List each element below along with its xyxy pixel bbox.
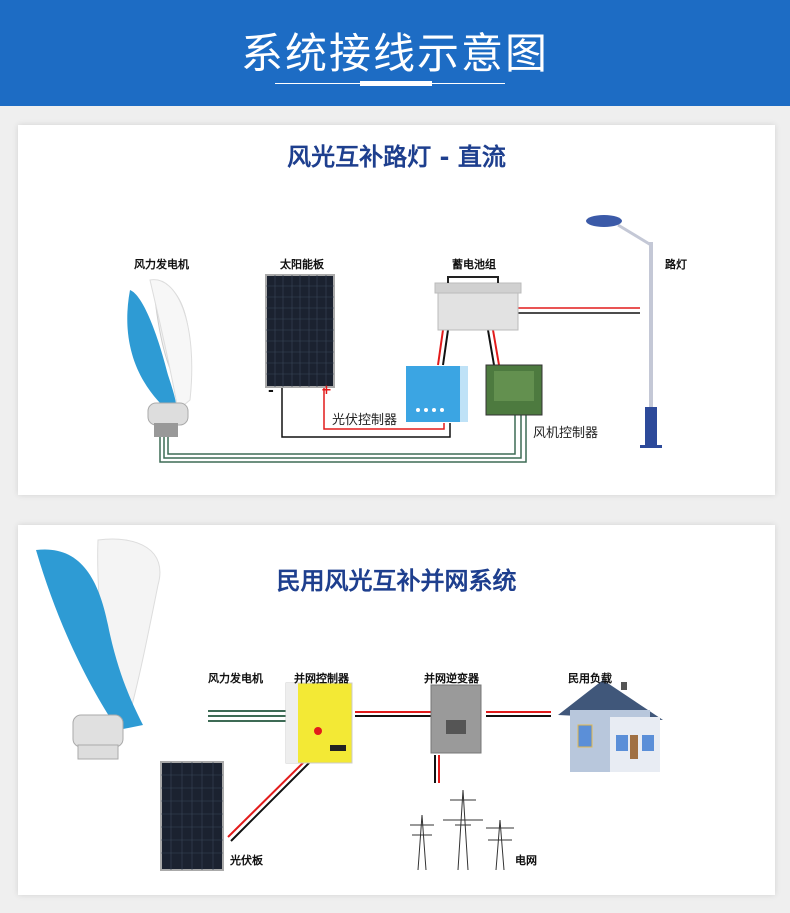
grid-wiring-diagram <box>36 538 663 871</box>
house-image <box>558 680 663 772</box>
vertical-wind-turbine-image <box>36 538 161 760</box>
battery-bank-image <box>434 276 522 331</box>
dc-section-title: 风光互补路灯 - 直流 <box>287 143 506 171</box>
vertical-wind-turbine-image <box>127 279 193 437</box>
label-wind-turbine: 风力发电机 <box>134 258 189 271</box>
header-banner: 系统接线示意图 <box>0 0 790 106</box>
power-tower-icons <box>410 789 514 871</box>
wire-red-solar <box>323 387 445 430</box>
dc-wiring-diagram <box>127 215 662 463</box>
label-pv-panel: 光伏板 <box>230 854 263 867</box>
wire-green-bundle <box>159 415 527 463</box>
label-pv-controller: 光伏控制器 <box>332 413 398 428</box>
label-grid-controller: 并网控制器 <box>294 672 349 685</box>
wind-controller-image <box>485 364 543 416</box>
label-wind-turbine: 风力发电机 <box>208 672 263 685</box>
label-household-load: 民用负载 <box>568 672 612 685</box>
label-wind-controller: 风机控制器 <box>533 426 599 441</box>
label-solar-panel: 太阳能板 <box>280 258 324 271</box>
grid-controller-image <box>285 682 353 764</box>
solar-panel-image <box>160 761 224 871</box>
wire-black-solar <box>281 387 451 438</box>
street-light-image <box>586 215 662 448</box>
label-battery: 蓄电池组 <box>452 258 496 271</box>
label-street-light: 路灯 <box>665 258 687 271</box>
solar-panel-image <box>265 274 335 388</box>
label-grid-inverter: 并网逆变器 <box>424 672 479 685</box>
title-underline-accent <box>360 81 432 86</box>
label-power-grid: 电网 <box>515 854 537 867</box>
page-title: 系统接线示意图 <box>240 29 549 78</box>
grid-section-title: 民用风光互补并网系统 <box>276 567 517 595</box>
dc-street-light-card: 风光互补路灯 - 直流 <box>18 125 775 495</box>
label-minus: - <box>268 383 274 399</box>
label-plus: + <box>321 383 332 398</box>
grid-tie-card: 民用风光互补并网系统 <box>18 525 775 895</box>
pv-controller-image <box>406 366 468 422</box>
grid-inverter-image <box>430 684 482 754</box>
